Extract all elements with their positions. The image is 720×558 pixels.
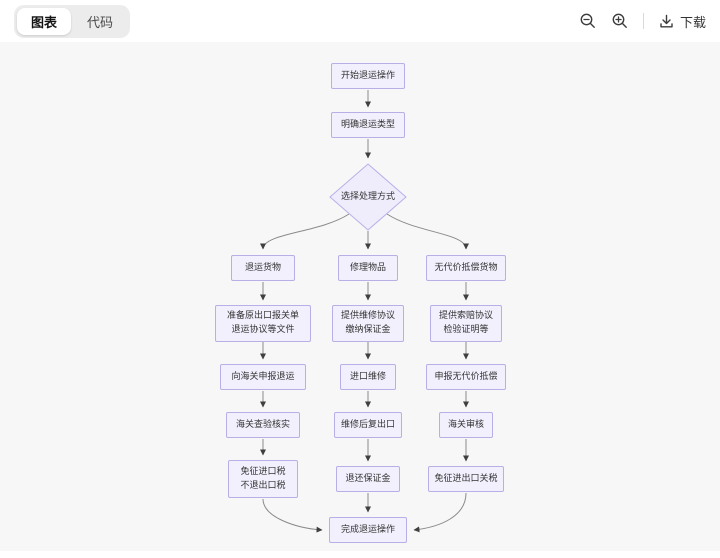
toolbar-actions: 下载 [579,12,706,31]
flow-node-label: 开始退运操作 [340,70,395,81]
flow-node-label: 检验证明等 [443,324,489,334]
flow-node-end: 完成退运操作 [329,517,407,543]
flow-node-r4: 海关审核 [439,412,493,438]
flow-node-label: 修理物品 [349,262,386,273]
flow-node-m3: 进口维修 [340,364,396,390]
flow-node-l3: 向海关申报退运 [220,364,306,390]
flow-node-label: 提供索赔协议 [438,310,493,321]
flow-node-type: 明确退运类型 [331,112,405,138]
view-tab-group: 图表 代码 [14,4,131,38]
flow-node-label: 海关查验核实 [235,419,290,430]
flow-node-shape-decision [329,163,407,231]
flow-node-label: 进口维修 [349,371,386,382]
flow-node-label: 免征进口税 [240,466,286,477]
flow-node-r2: 提供索赔协议检验证明等 [430,304,502,342]
flow-node-label: 退还保证金 [345,473,391,484]
flow-node-l1: 退运货物 [231,255,295,281]
flow-edge-r5-end [413,492,467,533]
flow-node-label: 向海关申报退运 [231,371,295,382]
flow-edge-decision-l1 [260,213,350,250]
flow-node-decision: 选择处理方式 [330,164,406,230]
flow-node-label: 退运货物 [244,262,281,273]
zoom-in-button[interactable] [611,12,629,30]
flow-node-label: 申报无代价抵偿 [434,371,498,382]
flow-node-label: 无代价抵偿货物 [434,262,498,273]
flow-node-label: 选择处理方式 [340,191,395,202]
flow-node-label: 退运协议等文件 [231,324,295,334]
flow-node-label: 提供维修协议 [340,310,395,321]
flow-node-m1: 修理物品 [338,255,398,281]
flow-node-label: 维修后复出口 [340,419,395,430]
flow-node-l4: 海关查验核实 [226,412,300,438]
flow-node-label: 准备原出口报关单 [226,310,299,321]
flow-node-l2: 准备原出口报关单退运协议等文件 [215,304,311,342]
download-button[interactable]: 下载 [658,12,706,31]
flow-node-label: 缴纳保证金 [345,324,391,334]
bottom-strip [0,551,720,558]
flow-node-label: 免征进出口关税 [434,473,498,484]
flow-node-label: 不退出口税 [240,480,286,490]
flow-node-label: 明确退运类型 [340,119,395,130]
flow-node-start: 开始退运操作 [331,63,405,89]
flow-node-r3: 申报无代价抵偿 [426,364,506,390]
zoom-in-icon [611,12,629,30]
flow-node-label: 完成退运操作 [340,524,395,535]
tab-code[interactable]: 代码 [87,14,114,30]
toolbar: 图表 代码 [0,0,720,42]
download-icon [658,13,675,30]
flow-node-r1: 无代价抵偿货物 [426,255,506,281]
flow-node-m2: 提供维修协议缴纳保证金 [332,304,404,342]
zoom-out-icon [579,12,597,30]
flow-node-r5: 免征进出口关税 [428,466,504,492]
toolbar-divider [642,13,644,29]
flow-edge-decision-r1 [386,213,469,250]
flow-node-l5: 免征进口税不退出口税 [228,460,298,498]
flow-node-m4: 维修后复出口 [334,412,402,438]
tab-chart[interactable]: 图表 [17,7,72,35]
flow-node-label: 海关审核 [447,419,484,430]
flow-node-m5: 退还保证金 [336,466,400,492]
download-label: 下载 [679,14,706,30]
zoom-out-button[interactable] [579,12,597,30]
flow-edge-l5-end [262,498,323,533]
